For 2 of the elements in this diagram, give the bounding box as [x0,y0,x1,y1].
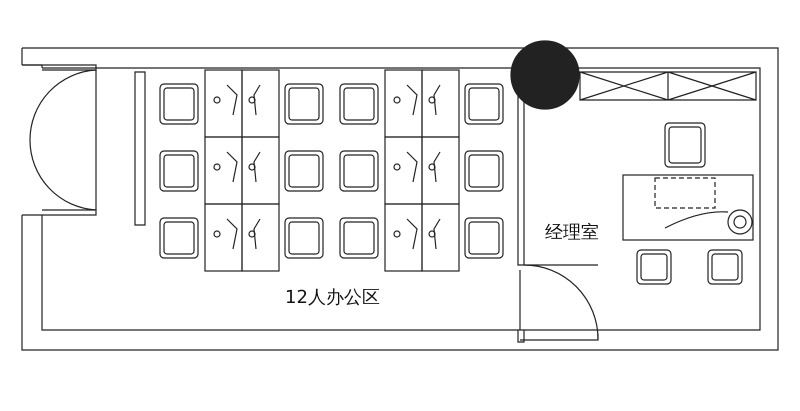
room-label: 12人办公区 [285,286,380,309]
room-label: 经理室 [545,221,599,244]
